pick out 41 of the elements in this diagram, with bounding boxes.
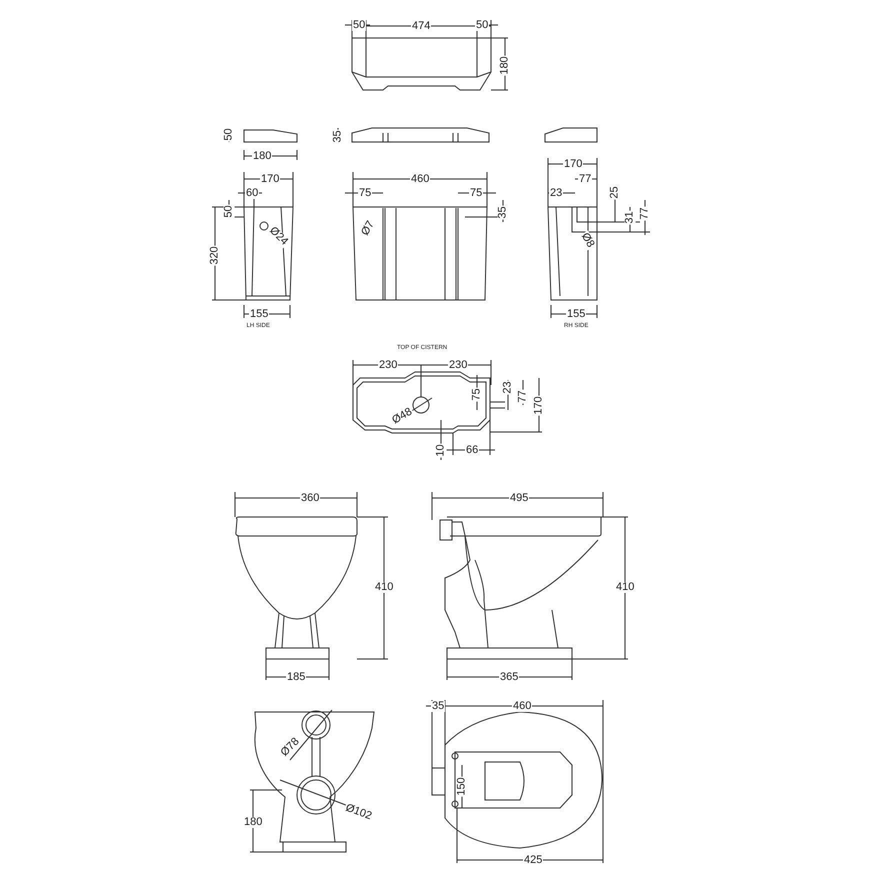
dimension-label: 31 bbox=[624, 210, 636, 224]
dimension-label: 410 bbox=[374, 582, 394, 592]
dimension-label: 360 bbox=[300, 492, 320, 504]
dimension-label: 230 bbox=[448, 360, 468, 370]
dimension-label: 10 bbox=[436, 442, 447, 458]
dimension-label: 170 bbox=[534, 394, 545, 416]
dimension-label: 60 bbox=[245, 188, 260, 198]
dimension-label: 35 bbox=[332, 128, 344, 144]
dimension-label: 75 bbox=[358, 188, 372, 198]
dimension-label: 35 bbox=[431, 700, 446, 712]
dimension-label: 365 bbox=[499, 672, 520, 682]
dimension-label: 180 bbox=[252, 150, 272, 162]
dimension-label: 77 bbox=[578, 174, 592, 184]
dimension-label: 460 bbox=[410, 174, 430, 184]
dimension-label: 185 bbox=[286, 672, 306, 682]
dimension-label: 50 bbox=[224, 204, 235, 218]
dimension-label: 410 bbox=[615, 582, 636, 592]
dimension-label: 170 bbox=[563, 158, 584, 170]
dimension-label: 180 bbox=[243, 816, 264, 828]
dimension-label: 75 bbox=[472, 386, 483, 402]
dimension-label: 230 bbox=[378, 360, 398, 370]
dimension-label: 155 bbox=[249, 308, 270, 320]
dimension-label: 155 bbox=[566, 308, 586, 320]
dimension-label: 320 bbox=[210, 244, 221, 266]
dimension-label: 460 bbox=[512, 700, 532, 712]
dimension-label: 25 bbox=[610, 184, 621, 200]
dimension-label: 23 bbox=[502, 380, 514, 394]
dimension-label: 180 bbox=[500, 54, 511, 76]
dimension-label: 50 bbox=[475, 20, 490, 30]
dimension-label: 23 bbox=[549, 188, 564, 198]
dimension-label: 50 bbox=[352, 20, 366, 30]
dimension-label: 66 bbox=[465, 444, 480, 456]
dimension-label: 150 bbox=[456, 776, 468, 796]
dimension-label: 75 bbox=[469, 188, 484, 198]
dimension-label: 50 bbox=[224, 126, 235, 142]
dimension-label: 170 bbox=[260, 174, 280, 184]
dimension-label: 495 bbox=[509, 492, 530, 504]
dimension-label: 425 bbox=[523, 854, 544, 866]
dimension-label: 474 bbox=[411, 20, 432, 32]
dimension-label: 35 bbox=[498, 204, 509, 220]
dimension-label: Ø102 bbox=[342, 802, 374, 822]
